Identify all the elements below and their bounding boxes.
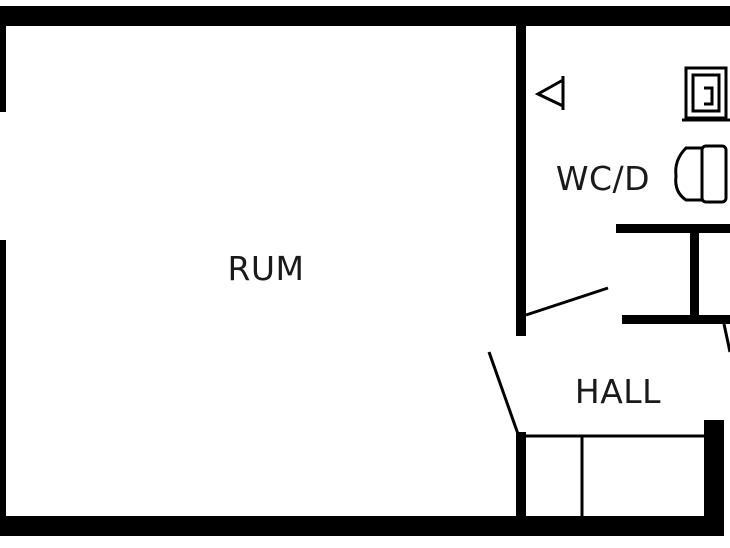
washing-machine-icon (682, 66, 730, 122)
room-label-wc: WC/D (556, 159, 650, 198)
left-wall-lower (0, 240, 6, 536)
right-wall-lower (704, 420, 724, 536)
top-wall (0, 6, 730, 26)
bottom-wall (0, 516, 724, 536)
room-label-hall: HALL (575, 372, 661, 411)
wardrobe-door-right (722, 323, 730, 353)
left-wall-upper (0, 6, 6, 112)
wardrobe (616, 224, 730, 324)
hall-closet (520, 434, 706, 518)
toilet-icon (674, 144, 728, 204)
hall-door (487, 351, 520, 435)
room-label-rum: RUM (227, 249, 304, 288)
shower-icon (534, 76, 565, 110)
wc-door (525, 286, 609, 317)
outer-walls (0, 6, 730, 536)
partition-wall (516, 24, 526, 336)
partition-wall-lower (516, 432, 526, 522)
